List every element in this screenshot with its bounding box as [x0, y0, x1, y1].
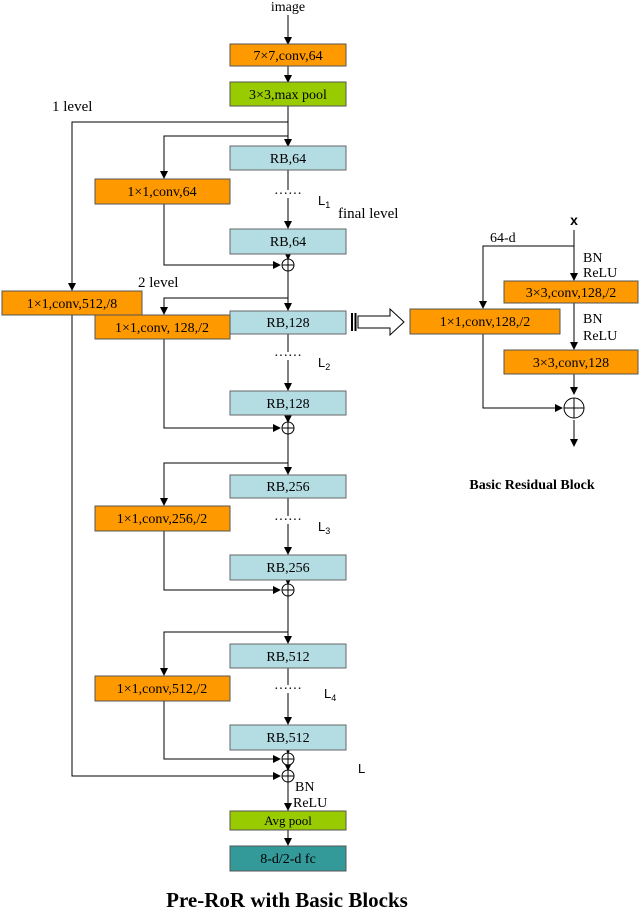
block-rb64-a: RB,64	[229, 145, 347, 171]
block-maxpool: 3×3,max pool	[229, 81, 347, 107]
residual-block-title: Basic Residual Block	[469, 478, 594, 493]
block-conv1-256: 1×1,conv,256,/2	[94, 505, 231, 532]
residual-relu-2: ReLU	[583, 329, 617, 344]
block-conv1-256-label: 1×1,conv,256,/2	[117, 512, 208, 527]
residual-dim-label: 64-d	[490, 231, 516, 246]
add-node-2	[281, 421, 295, 435]
residual-bn-1: BN	[583, 251, 602, 266]
block-conv1-64-label: 1×1,conv,64	[127, 185, 196, 200]
block-conv1-128-label: 1×1,conv, 128,/2	[115, 321, 209, 336]
block-rb256-a-label: RB,256	[266, 480, 309, 495]
block-rb256-a: RB,256	[229, 474, 347, 499]
add-node-4	[281, 752, 295, 766]
add-node-1	[281, 258, 295, 272]
add-node-3	[281, 583, 295, 597]
label-L4: L4	[324, 686, 336, 703]
block-rb128-b: RB,128	[229, 390, 347, 416]
label-L2: L2	[318, 355, 330, 372]
block-conv1-512-8: 1×1,conv,512,/8	[1, 290, 143, 316]
caption: Pre-RoR with Basic Blocks	[166, 888, 408, 910]
residual-wires	[479, 230, 578, 447]
block-rb128-b-label: RB,128	[266, 397, 309, 412]
residual-shortcut: 1×1,conv,128,/2	[409, 308, 561, 335]
label-level-1: 1 level	[52, 99, 92, 115]
label-level-2: 2 level	[138, 275, 178, 291]
block-rb64-b-label: RB,64	[270, 235, 306, 250]
block-rb128-a: RB,128	[229, 310, 347, 335]
block-rb512-a-label: RB,512	[266, 650, 309, 665]
residual-block: x 64-d BN ReLU 3×3,conv,128,/2 BN ReLU 3…	[409, 212, 639, 493]
residual-x-label: x	[570, 212, 578, 228]
block-maxpool-label: 3×3,max pool	[249, 88, 327, 103]
add-node-5	[281, 769, 295, 783]
dots-3: ······	[274, 513, 302, 528]
block-fc-label: 8-d/2-d fc	[260, 852, 316, 867]
block-rb512-b: RB,512	[229, 724, 347, 751]
dots-4: ······	[274, 682, 302, 697]
label-final-level: final level	[338, 206, 398, 222]
residual-conv-b: 3×3,conv,128	[503, 349, 639, 375]
label-L: L	[358, 761, 365, 776]
block-conv1-512-8-label: 1×1,conv,512,/8	[27, 297, 118, 312]
label-L3: L3	[318, 519, 330, 536]
block-conv7: 7×7,conv,64	[229, 43, 347, 67]
shortcut-wires	[68, 121, 288, 780]
residual-conv-b-label: 3×3,conv,128	[533, 356, 609, 371]
block-rb512-a: RB,512	[229, 643, 347, 669]
block-rb512-b-label: RB,512	[266, 731, 309, 746]
label-bn-bottom: BN	[295, 780, 314, 795]
block-fc: 8-d/2-d fc	[229, 845, 347, 872]
block-avgpool: Avg pool	[229, 810, 347, 831]
label-image: image	[271, 0, 305, 15]
label-relu-bottom: ReLU	[293, 796, 327, 811]
residual-bn-2: BN	[583, 312, 602, 327]
residual-add-node	[563, 397, 585, 419]
residual-shortcut-label: 1×1,conv,128,/2	[440, 315, 531, 330]
block-conv1-64: 1×1,conv,64	[94, 178, 231, 205]
block-rb128-a-label: RB,128	[266, 316, 309, 331]
expand-arrow	[351, 307, 405, 337]
block-avgpool-label: Avg pool	[264, 813, 312, 828]
block-rb256-b-label: RB,256	[266, 561, 309, 576]
dots-2: ······	[274, 349, 302, 364]
block-conv1-512-label: 1×1,conv,512,/2	[117, 682, 208, 697]
label-L1: L1	[318, 193, 330, 210]
block-rb64-a-label: RB,64	[270, 152, 306, 167]
block-rb64-b: RB,64	[229, 228, 347, 255]
block-conv7-label: 7×7,conv,64	[253, 49, 322, 64]
residual-conv-a-label: 3×3,conv,128,/2	[526, 286, 617, 301]
residual-relu-1: ReLU	[583, 266, 617, 281]
residual-conv-a: 3×3,conv,128,/2	[503, 280, 639, 304]
block-conv1-128: 1×1,conv, 128,/2	[94, 314, 231, 340]
block-rb256-b: RB,256	[229, 554, 347, 581]
dots-1: ······	[274, 187, 302, 202]
block-conv1-512: 1×1,conv,512,/2	[94, 675, 231, 702]
